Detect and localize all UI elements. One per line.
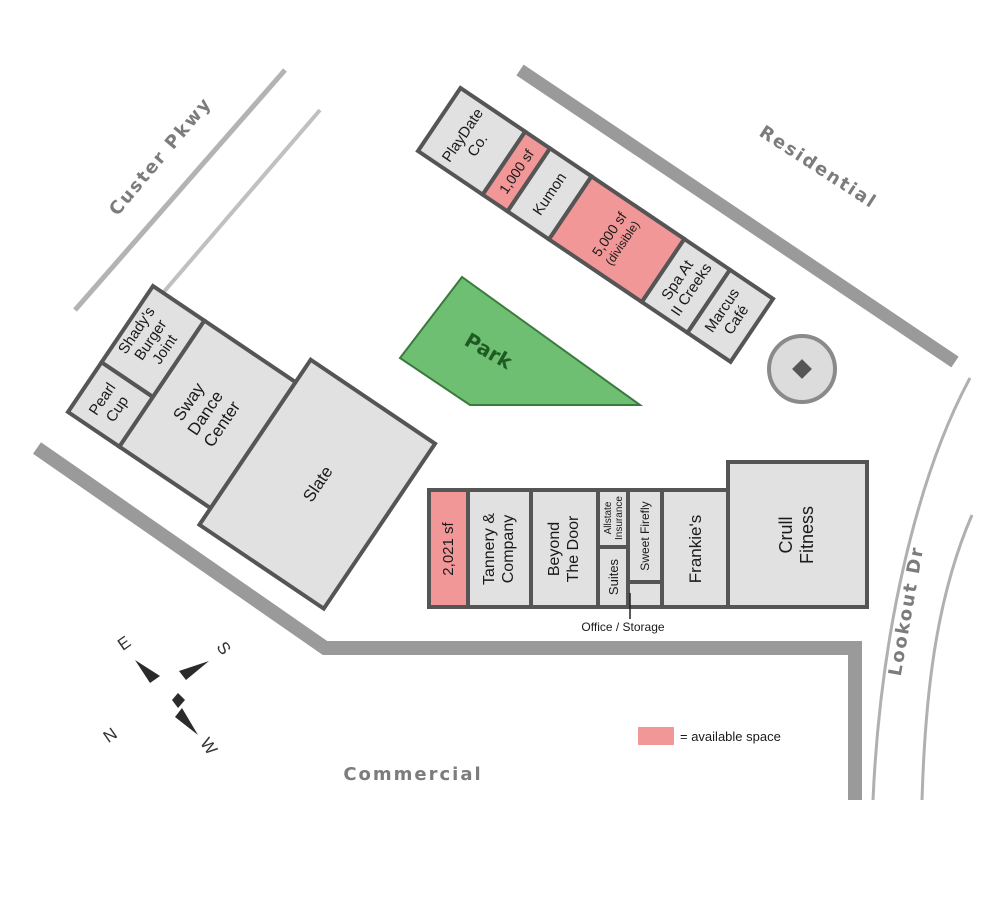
compass: E S N W bbox=[100, 632, 235, 758]
unit-slate[interactable]: Slate bbox=[196, 357, 438, 612]
unit-crull-fitness-label: CrullFitness bbox=[776, 506, 817, 564]
residential-label: Residential bbox=[755, 122, 880, 214]
unit-sweet-firefly-label: Sweet Firefly bbox=[638, 501, 652, 570]
unit-tannery[interactable]: Tannery &Company bbox=[466, 488, 533, 609]
commercial-road bbox=[33, 442, 862, 800]
unit-frankies-label: Frankie's bbox=[686, 515, 705, 583]
unit-allstate-label: AllstateInsurance bbox=[603, 496, 625, 540]
compass-s: S bbox=[213, 638, 235, 658]
unit-suites[interactable]: Suites bbox=[596, 545, 630, 609]
lookout-dr-road bbox=[871, 377, 972, 801]
unit-allstate[interactable]: AllstateInsurance bbox=[596, 488, 630, 549]
unit-sway-dance[interactable]: SwayDanceCenter bbox=[116, 317, 299, 511]
building-west: PearlCup Shady'sBurgerJoint SwayDanceCen… bbox=[65, 283, 438, 612]
unit-crull-fitness[interactable]: CrullFitness bbox=[726, 460, 869, 609]
compass-arrow-s bbox=[179, 661, 209, 680]
park[interactable]: Park bbox=[398, 275, 644, 406]
custer-pkwy-label: Custer Pkwy bbox=[105, 93, 216, 220]
residential-road bbox=[516, 64, 959, 368]
unit-frankies[interactable]: Frankie's bbox=[660, 488, 730, 609]
unit-sweet-firefly[interactable]: Sweet Firefly bbox=[626, 488, 664, 584]
custer-pkwy-road bbox=[73, 68, 287, 312]
legend-text: = available space bbox=[680, 729, 781, 744]
unit-pearl-cup-label: PearlCup bbox=[86, 380, 135, 429]
compass-arrow-center bbox=[172, 693, 185, 708]
compass-arrow-w bbox=[175, 708, 198, 735]
office-storage-label: Office / Storage bbox=[581, 620, 664, 634]
unit-spa[interactable]: Spa AtII Creeks bbox=[639, 236, 733, 336]
unit-2021-sf[interactable]: 2,021 sf bbox=[427, 488, 470, 609]
unit-office-storage[interactable] bbox=[626, 580, 664, 609]
custer-pkwy-road-edge bbox=[148, 108, 322, 310]
lookout-dr-road-edge bbox=[920, 514, 974, 801]
unit-marcus-cafe[interactable]: MarcusCafé bbox=[684, 266, 776, 365]
lookout-dr-label: Lookout Dr bbox=[885, 544, 929, 677]
unit-1000-sf[interactable]: 1,000 sf bbox=[479, 128, 553, 215]
unit-tannery-label: Tannery &Company bbox=[481, 513, 517, 585]
roads bbox=[33, 64, 974, 801]
legend-swatch bbox=[638, 727, 674, 745]
unit-2021-sf-label: 2,021 sf bbox=[440, 521, 457, 575]
building-northeast: PlayDateCo. 1,000 sf Kumon 5,000 sf(divi… bbox=[415, 85, 776, 365]
compass-e: E bbox=[114, 632, 134, 654]
roundabout bbox=[767, 334, 837, 404]
commercial-label: Commercial bbox=[343, 764, 482, 785]
legend: = available space bbox=[638, 727, 781, 745]
compass-arrow-e bbox=[135, 660, 160, 683]
unit-shadys-burger[interactable]: Shady'sBurgerJoint bbox=[98, 283, 208, 400]
unit-suites-label: Suites bbox=[606, 558, 621, 595]
compass-n: N bbox=[100, 724, 121, 747]
compass-w: W bbox=[196, 734, 221, 758]
